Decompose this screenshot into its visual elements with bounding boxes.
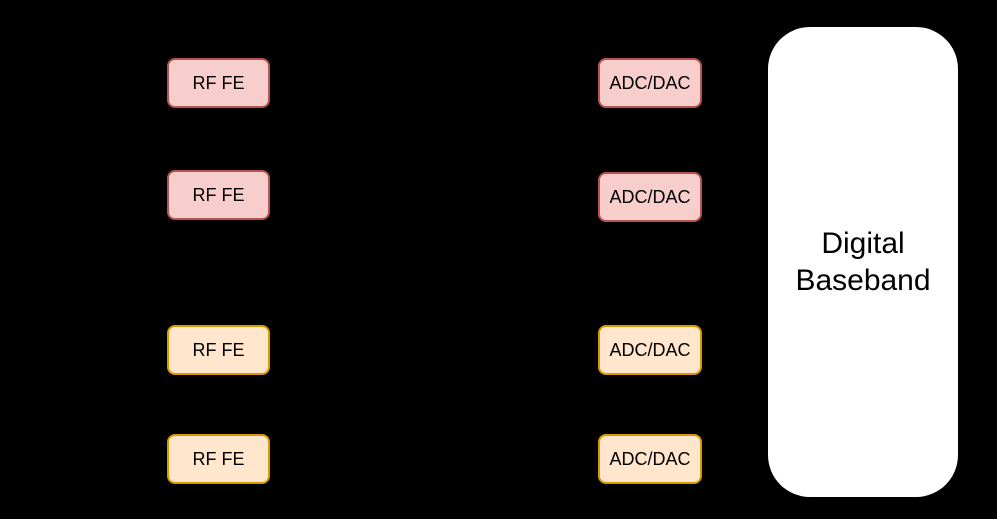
adc-dac-label: ADC/DAC [609, 72, 691, 93]
digital-baseband-box: Digital Baseband [768, 27, 958, 497]
rf-fe-label: RF FE [192, 72, 245, 93]
rf-fe-label: RF FE [192, 448, 245, 469]
rf-fe-box-2: RF FE [167, 170, 270, 220]
adc-dac-label: ADC/DAC [609, 186, 691, 207]
adc-dac-box-2: ADC/DAC [598, 172, 702, 222]
adc-dac-box-3: ADC/DAC [598, 325, 702, 375]
adc-dac-label: ADC/DAC [609, 339, 691, 360]
rf-fe-box-4: RF FE [167, 434, 270, 484]
adc-dac-box-1: ADC/DAC [598, 58, 702, 108]
adc-dac-label: ADC/DAC [609, 448, 691, 469]
rf-fe-label: RF FE [192, 184, 245, 205]
adc-dac-box-4: ADC/DAC [598, 434, 702, 484]
digital-baseband-label: Digital Baseband [795, 227, 931, 297]
rf-fe-label: RF FE [192, 339, 245, 360]
rf-fe-box-3: RF FE [167, 325, 270, 375]
rf-fe-box-1: RF FE [167, 58, 270, 108]
